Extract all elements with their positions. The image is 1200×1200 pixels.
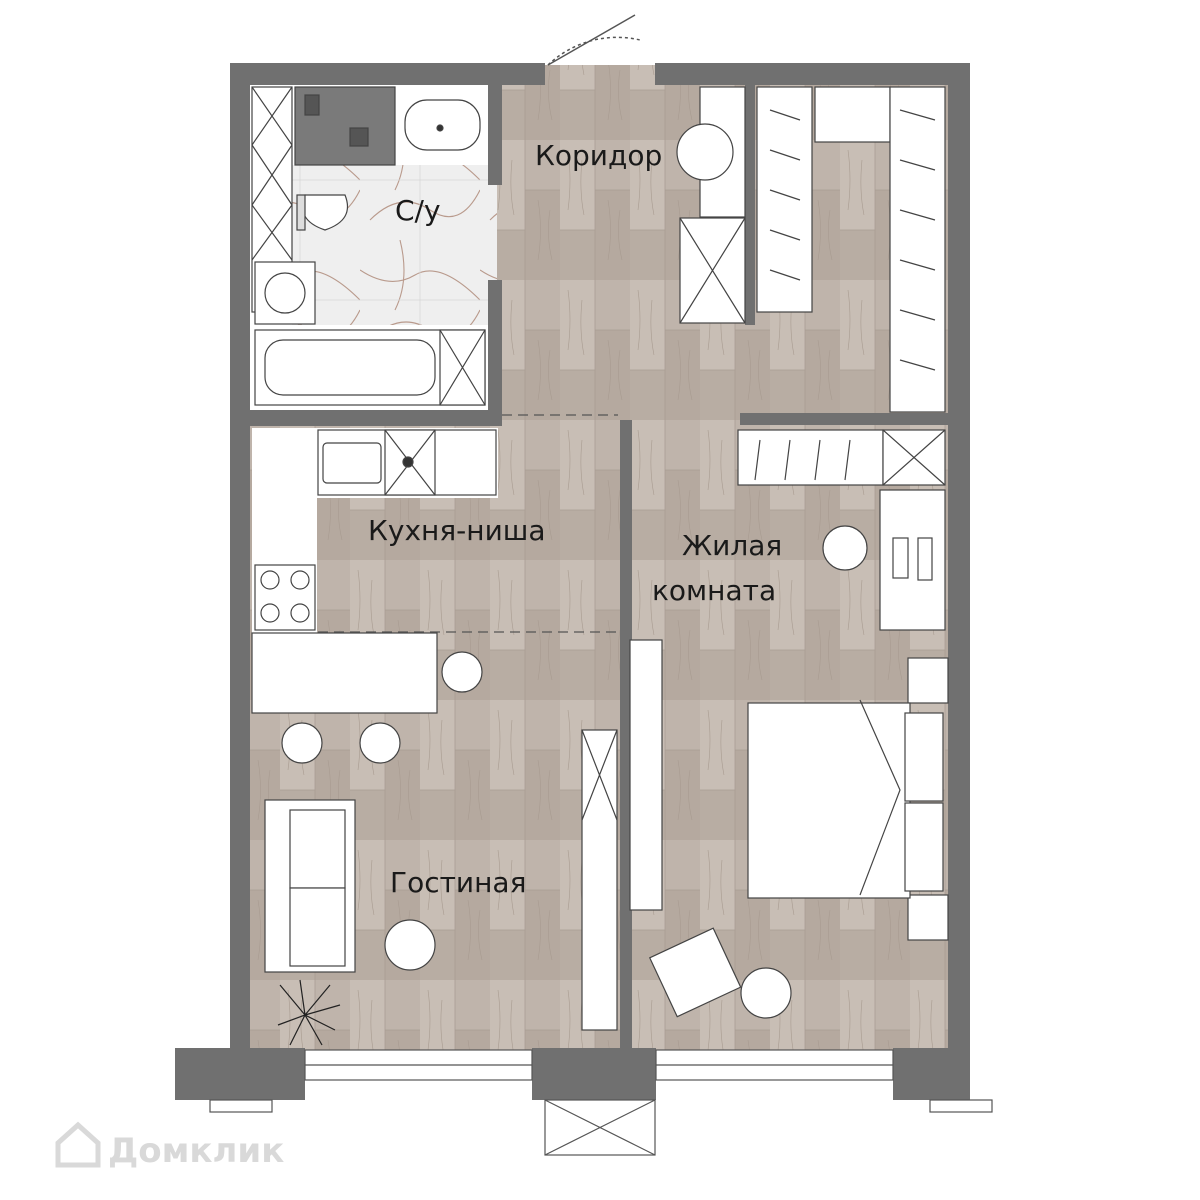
bathroom-fixtures [251, 86, 486, 406]
home-logo-icon [55, 1121, 101, 1168]
room-label-corridor: Коридор [535, 139, 662, 172]
entrance-door [547, 14, 641, 66]
kitchen-unit [251, 414, 618, 764]
windows [209, 1049, 993, 1156]
room-label-bathroom: С/у [395, 194, 441, 227]
bathroom-tile [292, 165, 497, 325]
wardrobes [676, 86, 946, 486]
watermark-text: Домклик [108, 1131, 284, 1171]
room-label-kitchen: Кухня-ниша [368, 514, 546, 547]
walls [175, 63, 970, 1100]
room-label-living-line2: комната [652, 574, 776, 607]
plant-icon [277, 979, 341, 1046]
watermark: Домклик [55, 1121, 284, 1171]
room-label-lounge: Гостиная [390, 866, 526, 899]
room-label-living-line1: Жилая [682, 529, 782, 562]
living-furniture [264, 489, 949, 1046]
